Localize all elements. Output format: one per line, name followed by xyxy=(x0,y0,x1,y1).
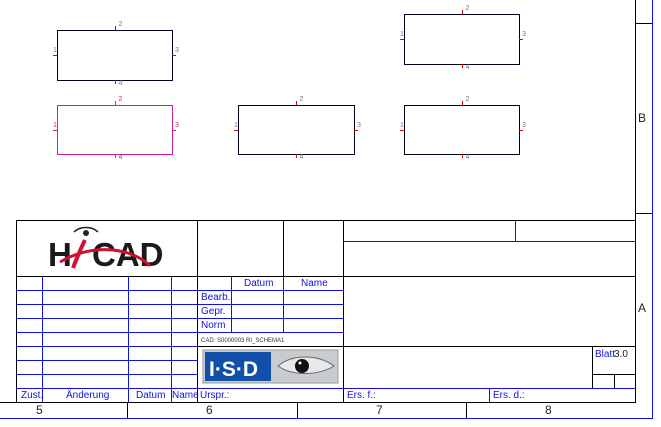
aenderung-label: Änderung xyxy=(66,390,110,401)
ers-f-label: Ers. f.: xyxy=(347,390,376,401)
zone-label-5: 5 xyxy=(36,403,43,417)
svg-text:H: H xyxy=(48,236,72,273)
svg-text:I·S·D: I·S·D xyxy=(209,358,258,381)
zone-label-7: 7 xyxy=(376,403,383,417)
pin-label: 1 xyxy=(400,30,404,38)
symbol-box1[interactable] xyxy=(53,26,176,84)
symbol-outline xyxy=(57,105,173,155)
gepr-label: Gepr. xyxy=(201,306,226,317)
pin-label: 3 xyxy=(175,121,179,129)
symbol-box3[interactable] xyxy=(53,101,176,158)
isd-logo: I·S·D xyxy=(202,349,339,384)
pin-label: 2 xyxy=(118,21,123,28)
pin-label: 1 xyxy=(53,121,57,129)
hicad-logo: H CAD xyxy=(48,226,164,273)
symbol-outline xyxy=(404,105,520,155)
pin-label: 3 xyxy=(357,121,361,129)
ers-d-label: Ers. d.: xyxy=(493,390,525,401)
symbol-outline xyxy=(404,14,520,65)
cad-filename: CAD: S0000003 RI_SCHEMA1 xyxy=(201,338,285,344)
zone-label-8: 8 xyxy=(545,403,552,417)
svg-text:CAD: CAD xyxy=(92,236,164,273)
pin-label: 4 xyxy=(118,154,123,161)
norm-label: Norm xyxy=(201,320,226,331)
zust-label: Zust. xyxy=(21,390,44,401)
symbol-box5[interactable] xyxy=(400,101,523,158)
zone-label-b: B xyxy=(638,111,647,125)
pin-label: 4 xyxy=(299,154,304,161)
pin-label: 2 xyxy=(465,5,470,12)
pin-label: 2 xyxy=(118,96,123,103)
title-block-grid xyxy=(16,220,636,402)
bearb-label: Bearb. xyxy=(201,292,231,303)
pin-label: 3 xyxy=(522,121,526,129)
urspr-label: Urspr.: xyxy=(200,390,230,401)
symbol-box2[interactable] xyxy=(400,10,523,68)
name-column-label: Name xyxy=(172,390,199,401)
datum-column-label: Datum xyxy=(136,390,166,401)
pin-label: 2 xyxy=(299,96,304,103)
pin-label: 3 xyxy=(175,46,179,54)
symbol-outline xyxy=(57,30,173,81)
pin-label: 4 xyxy=(465,64,470,71)
zone-label-6: 6 xyxy=(206,403,213,417)
zone-label-a: A xyxy=(638,301,647,315)
pin-label: 2 xyxy=(465,96,470,103)
pin-label: 4 xyxy=(118,80,123,87)
pin-label: 3 xyxy=(522,30,526,38)
pin-label: 1 xyxy=(234,121,238,129)
pin-label: 4 xyxy=(465,154,470,161)
outer-border xyxy=(0,0,653,419)
name-header: Name xyxy=(301,278,328,289)
blatt-value: 3.0 xyxy=(614,349,628,360)
title-block-lines xyxy=(16,220,636,403)
pin-label: 1 xyxy=(400,121,404,129)
blatt-label: Blatt xyxy=(595,349,616,360)
datum-header: Datum xyxy=(244,278,274,289)
symbol-box4[interactable] xyxy=(234,101,358,158)
pin-label: 1 xyxy=(53,46,57,54)
symbols-layer xyxy=(53,10,523,158)
symbol-outline xyxy=(238,105,355,155)
